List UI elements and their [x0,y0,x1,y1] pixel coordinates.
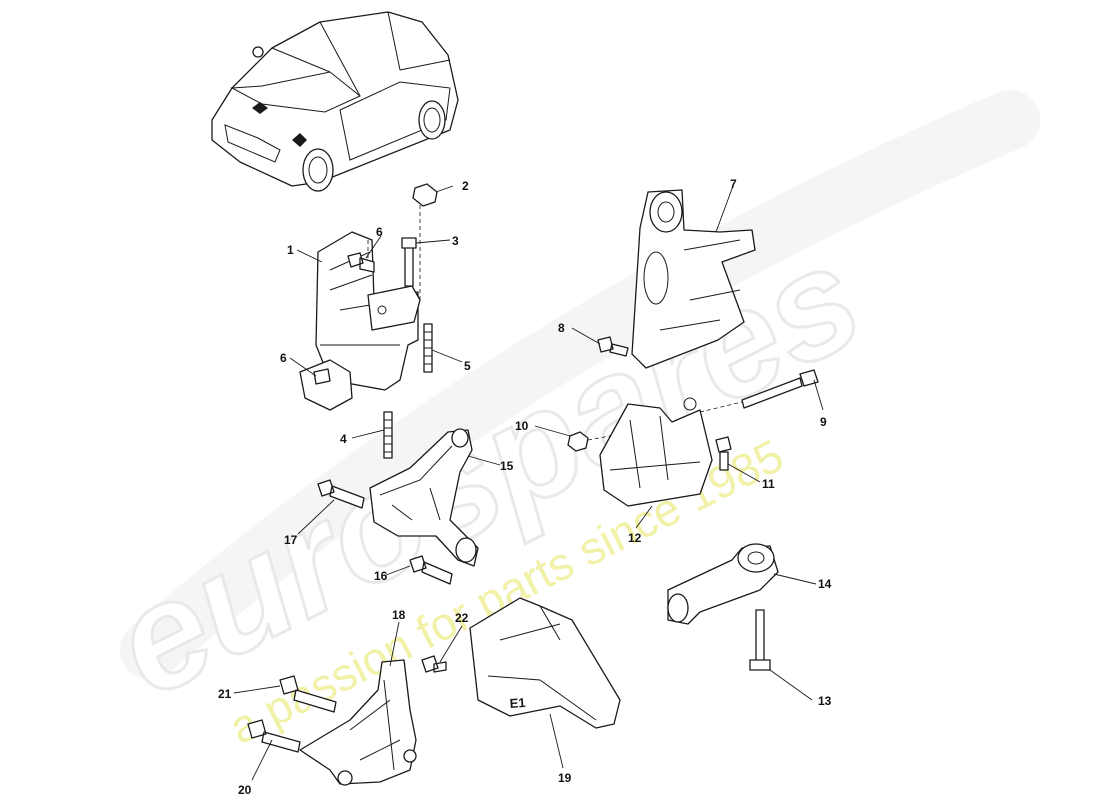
callout-5: 5 [464,359,471,373]
callout-17: 17 [284,533,298,547]
callout-19: 19 [558,771,572,785]
bolt-3 [401,237,417,287]
callout-6-upper: 6 [376,225,383,239]
bracket-15-bushing [455,537,477,563]
callout-3: 3 [452,234,459,248]
bracket-12-hole [683,397,697,411]
cover-19: E1 [469,597,621,729]
torque-rod-14 [667,543,779,671]
engine-mount-right [597,189,756,369]
stud-4-thread [384,419,392,453]
bracket-15-body [369,429,479,567]
car-mirror [252,46,264,58]
bracket-18 [247,655,447,786]
watermark-swoosh [120,90,1040,680]
callout-21: 21 [218,687,232,701]
bolt-22 [421,655,447,673]
nut-10-align [587,435,611,441]
cover-19-detail [487,605,597,721]
callout-11: 11 [762,477,775,491]
mount-7-cup [643,251,669,305]
bolt-21 [279,675,337,713]
bracket-12 [567,397,732,507]
car-mount-highlights [252,102,307,147]
car-illustration [211,11,459,192]
bracket-15 [317,428,479,585]
mount-7-detail [659,239,741,331]
mount-7-body [631,189,756,369]
car-front-rim [308,156,328,184]
bracket-15-eye [451,428,469,448]
bolt-9-align [699,401,743,413]
stud-4 [383,411,393,459]
leader-lines [233,185,824,781]
torque-rod-bushing-small [667,593,689,623]
callout-2: 2 [462,179,469,193]
callout-12: 12 [628,531,642,545]
nut-10 [567,431,589,452]
bolt-9-head [799,369,819,387]
torque-rod-bushing-large [737,543,775,573]
callout-labels: 1 2 3 4 5 6 6 7 8 9 10 11 12 13 14 15 16… [218,177,832,797]
car-body [211,11,459,187]
cover-19-marking: E1 [509,695,526,711]
bolt-6-upper [347,252,375,273]
bolt-17 [317,479,365,509]
callout-14: 14 [818,577,832,591]
bolt-20 [247,719,301,753]
bracket-18-detail [349,679,401,771]
mount-7-bushing [649,191,683,233]
car-side-windows [339,81,451,161]
car-roof-lines [271,11,451,97]
bracket-12-body [599,403,713,507]
mount-7-bushing-core [657,201,675,223]
cover-19-body [469,597,621,729]
torque-rod-bushing-core [747,551,765,565]
bracket-18-hole [403,749,417,763]
engine-mount-foot [299,359,353,411]
callout-10: 10 [515,419,529,433]
car-grille [224,124,281,163]
callout-13: 13 [818,694,832,708]
bolt-6-lower [313,368,331,385]
callout-8: 8 [558,321,565,335]
callout-1: 1 [287,243,294,257]
stud-5-thread [424,331,432,365]
mount-plate-hole [377,305,387,315]
car-front-wheel [302,148,334,192]
car-rear-wheel [418,100,446,140]
bolt-8 [597,336,629,357]
bolt-9 [699,369,819,413]
stud-4-shank [383,411,393,459]
callout-4: 4 [340,432,347,446]
callout-20: 20 [238,783,252,797]
callout-16: 16 [374,569,388,583]
bracket-18-boss [337,770,353,786]
bolt-13 [749,609,771,671]
bolt-9-shank [741,377,803,409]
engine-mount-plate [367,285,421,331]
callout-22: 22 [455,611,469,625]
callout-6-lower: 6 [280,351,287,365]
callout-18: 18 [392,608,406,622]
nut-2 [412,183,438,207]
bracket-15-detail [379,445,453,521]
callout-15: 15 [500,459,514,473]
bracket-12-detail [609,415,701,489]
car-rear-rim [423,107,441,133]
bolt-16 [409,555,453,585]
bolt-11 [715,436,732,471]
callout-9: 9 [820,415,827,429]
callout-7: 7 [730,177,737,191]
engine-mount-left [299,183,438,411]
